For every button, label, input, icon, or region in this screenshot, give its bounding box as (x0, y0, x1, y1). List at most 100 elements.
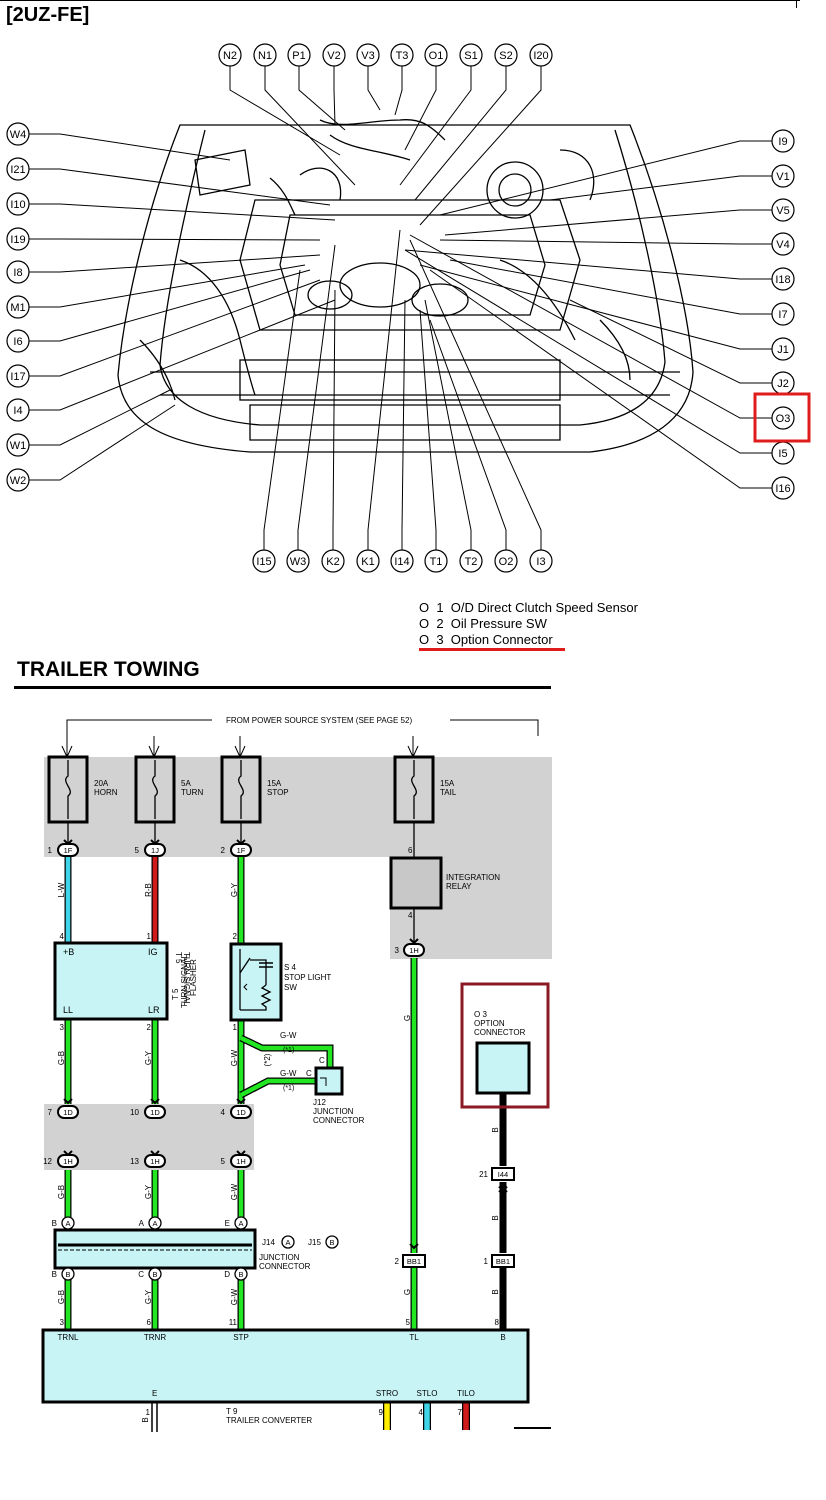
top-border-tick (796, 0, 797, 8)
conn-1d-pin: 7 (48, 1108, 53, 1117)
turn-signal-flasher (53, 941, 169, 1021)
label-gy-low: G-Y (144, 1289, 153, 1304)
callout-circle (356, 43, 380, 67)
conv-term-3: TL (409, 1333, 419, 1342)
conn-1d-pin: 10 (130, 1108, 139, 1117)
callout-circle (321, 549, 345, 573)
j12-connector (314, 1066, 344, 1096)
legend-item-o2: O 2 Oil Pressure SW (419, 616, 547, 631)
callout-i4: I4 (6, 398, 30, 422)
label-j12-c2: C (306, 1069, 312, 1078)
conn-1h-pin: 13 (130, 1157, 139, 1166)
callout-circle (771, 476, 795, 500)
callout-circle (6, 295, 30, 319)
label-gw-upper: G-W (230, 1049, 239, 1066)
callout-circle (6, 468, 30, 492)
trailer-towing-title: TRAILER TOWING (17, 658, 200, 681)
callout-i20: I20 (529, 43, 553, 67)
conn-fuse-1: 1J (144, 843, 166, 857)
callout-circle (6, 433, 30, 457)
pin-flasher-lr: 2 (147, 1023, 152, 1032)
conn-1h-2-shape (230, 1154, 252, 1168)
callout-circle (390, 549, 414, 573)
legend-item-o1: O 1 O/D Direct Clutch Speed Sensor (419, 600, 638, 615)
jc-top-0-shape (61, 1216, 75, 1230)
conn-1h-pin: 5 (221, 1157, 226, 1166)
label-b-mid: B (491, 1215, 500, 1220)
conn-1d-1: 1D (144, 1105, 166, 1119)
flasher-vname1: TURN SIGNAL (180, 954, 189, 1008)
label-g-upper: G (403, 1015, 412, 1021)
o3-name1: OPTION (474, 1019, 505, 1028)
callout-label: I17 (10, 371, 25, 383)
jc-top-pin: E (225, 1219, 230, 1228)
callout-circle (218, 43, 242, 67)
j15-marker: B (325, 1235, 339, 1249)
flasher-ll: LL (63, 1005, 73, 1015)
callout-circle (6, 122, 30, 146)
conn-1d-1-shape (144, 1105, 166, 1119)
conv-out-pin-2: 7 (458, 1408, 463, 1417)
flasher-ig: IG (148, 947, 158, 957)
j14-name1: JUNCTION (259, 1253, 300, 1262)
label-note1-b: (*1) (283, 1085, 294, 1092)
callout-m1: M1 (6, 295, 30, 319)
fuse-element (238, 760, 244, 819)
conn-relay-1h-shape (403, 943, 425, 957)
callout-label: I5 (778, 448, 787, 460)
o3-highlight-box (753, 392, 811, 443)
callout-label: W4 (10, 129, 27, 141)
conn-i44: I44 (491, 1167, 515, 1181)
fuse-name: HORN (94, 788, 118, 797)
stop-light-switch (229, 942, 283, 1022)
callout-w4: W4 (6, 122, 30, 146)
callout-circle (771, 337, 795, 361)
callout-label: V2 (327, 50, 340, 62)
callout-label: O1 (429, 50, 444, 62)
conn-1h-pin: 12 (43, 1157, 52, 1166)
callout-circle (390, 43, 414, 67)
integration-relay (389, 856, 443, 910)
jc-top-1: A (148, 1216, 162, 1230)
trailer-title-rule (14, 686, 551, 689)
callout-k1: K1 (356, 549, 380, 573)
callout-j1: J1 (771, 337, 795, 361)
callout-circle (253, 43, 277, 67)
conv-out-pin-0: 9 (379, 1408, 384, 1417)
chevron-1d-in-2 (236, 1098, 246, 1105)
label-gb-mid: G-B (57, 1185, 66, 1199)
converter-id: T 9 (226, 1407, 238, 1416)
conv-pin-1: 6 (147, 1318, 152, 1327)
callout-label: I4 (13, 405, 22, 417)
conn-1h-0: 1H (57, 1154, 79, 1168)
conv-out-stro: STRO (376, 1389, 398, 1398)
conn-fuse-1-shape (144, 843, 166, 857)
callout-label: I21 (10, 164, 25, 176)
callout-t2: T2 (459, 549, 483, 573)
callout-circle (771, 129, 795, 153)
jc-bot-2: B (234, 1267, 248, 1281)
jc-bot-0-shape (61, 1267, 75, 1281)
callout-label: I14 (394, 556, 409, 568)
pin-stop-out: 1 (233, 1023, 238, 1032)
conv-pin-e: 1 (146, 1408, 151, 1417)
label-gw-low: G-W (230, 1288, 239, 1305)
pin-top-0: 4 (60, 932, 65, 941)
callout-circle (771, 406, 795, 430)
conn-fuse-1-text: 1J (151, 846, 159, 855)
callout-label: I8 (13, 267, 22, 279)
callout-circle (6, 227, 30, 251)
callout-i15: I15 (252, 549, 276, 573)
callout-circle (529, 43, 553, 67)
callout-i16: I16 (771, 476, 795, 500)
bb1-pin: 1 (484, 1257, 489, 1266)
j15-marker-shape (325, 1235, 339, 1249)
stop-sw-name1: STOP LIGHT (284, 973, 331, 982)
jc-top-2: A (234, 1216, 248, 1230)
callout-v2: V2 (322, 43, 346, 67)
jc-top-pin: A (139, 1219, 145, 1228)
callout-circle (424, 549, 448, 573)
